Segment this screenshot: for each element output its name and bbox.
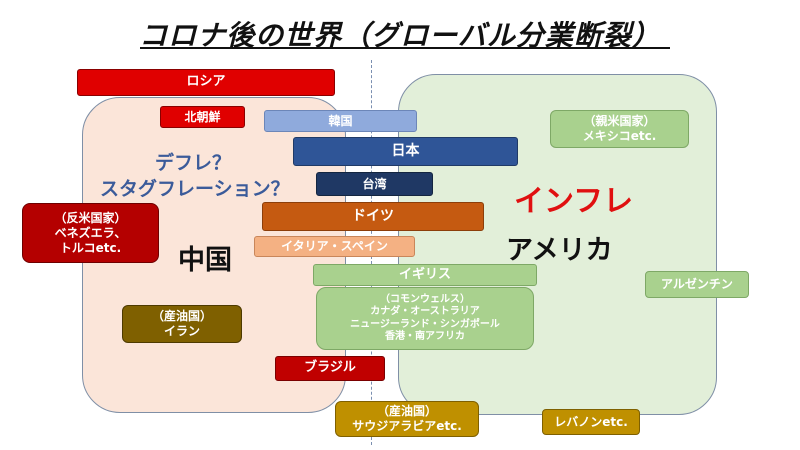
country-brazil: ブラジル <box>275 356 385 381</box>
usa-inflation-note: インフレ <box>514 184 634 219</box>
country-argentina: アルゼンチン <box>645 271 749 298</box>
commonwealth-line3: ニュージーランド・シンガポール <box>350 318 500 330</box>
pro-us-line1: （親米国家） <box>583 114 656 128</box>
commonwealth-line2: カナダ・オーストラリア <box>370 306 480 317</box>
iran-box: （産油国） イラン <box>122 305 242 343</box>
country-germany: ドイツ <box>262 202 484 231</box>
saudi-box: （産油国） サウジアラビアetc. <box>335 401 479 437</box>
commonwealth-box: （コモンウェルス） カナダ・オーストラリア ニュージーランド・シンガポール 香港… <box>316 287 534 350</box>
china-note-line2: スタグフレーション？ <box>100 178 290 200</box>
iran-line1: （産油国） <box>151 309 212 323</box>
saudi-line1: （産油国） <box>376 404 437 418</box>
china-label: 中国 <box>178 245 232 276</box>
country-russia: ロシア <box>77 69 335 96</box>
commonwealth-line1: （コモンウェルス） <box>380 293 470 305</box>
country-korea: 韓国 <box>264 110 417 132</box>
country-italy-spain: イタリア・スペイン <box>254 236 415 257</box>
country-lebanon: レバノンetc. <box>542 409 640 435</box>
country-north-korea: 北朝鮮 <box>160 106 245 128</box>
usa-label: アメリカ <box>506 235 613 266</box>
saudi-line2: サウジアラビアetc. <box>352 419 462 433</box>
country-japan: 日本 <box>293 137 518 166</box>
country-uk: イギリス <box>313 264 537 286</box>
page-title: コロナ後の世界（グローバル分業断裂） <box>139 19 661 52</box>
pro-us-line2: メキシコetc. <box>582 129 657 143</box>
title-underline <box>140 47 670 49</box>
china-note-line1: デフレ？ <box>155 152 232 174</box>
anti-us-box: （反米国家） ベネズエラ、 トルコetc. <box>22 203 159 263</box>
anti-us-line1: （反米国家） <box>54 210 127 225</box>
pro-us-box: （親米国家） メキシコetc. <box>550 110 689 148</box>
anti-us-line3: トルコetc. <box>59 240 122 255</box>
commonwealth-line4: 香港・南アフリカ <box>385 331 465 342</box>
iran-line2: イラン <box>163 324 200 338</box>
anti-us-line2: ベネズエラ、 <box>54 225 127 240</box>
country-taiwan: 台湾 <box>316 172 433 196</box>
